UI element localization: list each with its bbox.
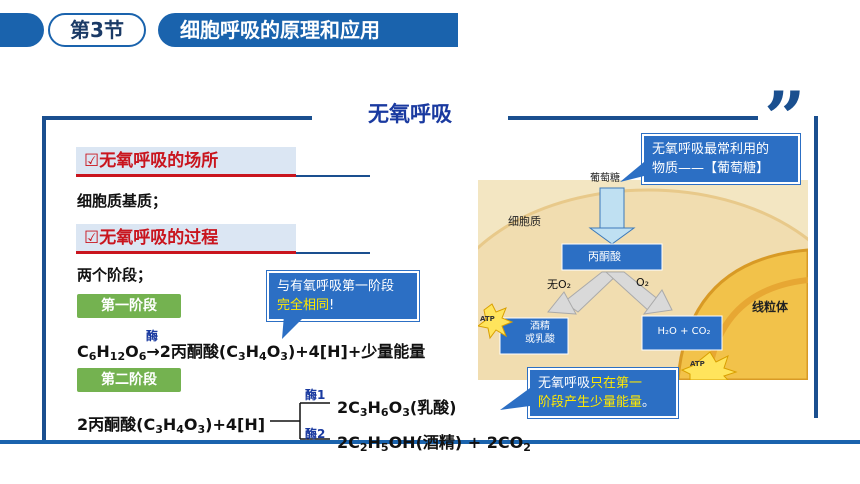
lactic-acid-product: 2C3H6O3(乳酸) [337,398,457,419]
stage1-badge: 第一阶段 [77,294,181,318]
process-heading-line [296,252,370,254]
enzyme2-label: 酶2 [305,427,326,441]
water-co2-label: H₂O + CO₂ [657,326,711,337]
pyruvate-label: 丙酮酸 [588,250,621,263]
glucose-label: 葡萄糖 [590,173,620,184]
mitochondria-label: 线粒体 [752,300,789,314]
stage2-reactants: 2丙酮酸(C3H4O3)+4[H] [77,415,266,436]
frame-top-border-right [508,116,758,120]
header-left-bar [0,13,44,47]
stage1-equation: C6H12O6→2丙酮酸(C3H4O3)+4[H]+少量能量 [77,342,426,363]
frame-right-border [814,116,818,418]
place-heading-line [296,175,370,177]
alcohol-product: 2C2H5OH(酒精) + 2CO2 [337,433,531,454]
substance-callout: 无氧呼吸最常利用的 物质——【葡萄糖】 [642,134,800,184]
branch-connector [270,402,330,440]
cytoplasm-label: 细胞质 [508,215,541,228]
stage1-enzyme: 酶 [146,329,159,343]
slide-title: 无氧呼吸 [368,102,452,126]
alcohol-lactic-label: 酒精或乳酸 [525,321,555,345]
atp-icon: ATP [690,360,705,368]
cell-respiration-diagram [478,180,808,380]
substance-callout-pointer [620,162,644,182]
atp-icon: ATP [480,315,495,323]
stage2-badge: 第二阶段 [77,368,181,392]
reaction-arrow-icon: → [146,342,160,361]
frame-top-border-left [42,116,312,120]
footer-line [0,440,860,444]
place-heading: ☑无氧呼吸的场所 [76,147,296,177]
same-stage-callout: 与有氧呼吸第一阶段 完全相同! [267,271,419,321]
enzyme1-label: 酶1 [305,388,326,402]
energy-callout: 无氧呼吸只在第一 阶段产生少量能量。 [528,368,678,418]
page-title: 细胞呼吸的原理和应用 [158,13,458,47]
oxygen-label: O₂ [636,276,650,289]
frame-left-border [42,118,46,440]
process-text: 两个阶段； [77,266,153,284]
no-oxygen-label: 无O₂ [547,278,572,291]
process-heading: ☑无氧呼吸的过程 [76,224,296,254]
energy-callout-pointer [500,388,530,410]
section-number: 第3节 [48,13,146,47]
place-text: 细胞质基质； [77,192,168,210]
callout-pointer [282,315,306,339]
